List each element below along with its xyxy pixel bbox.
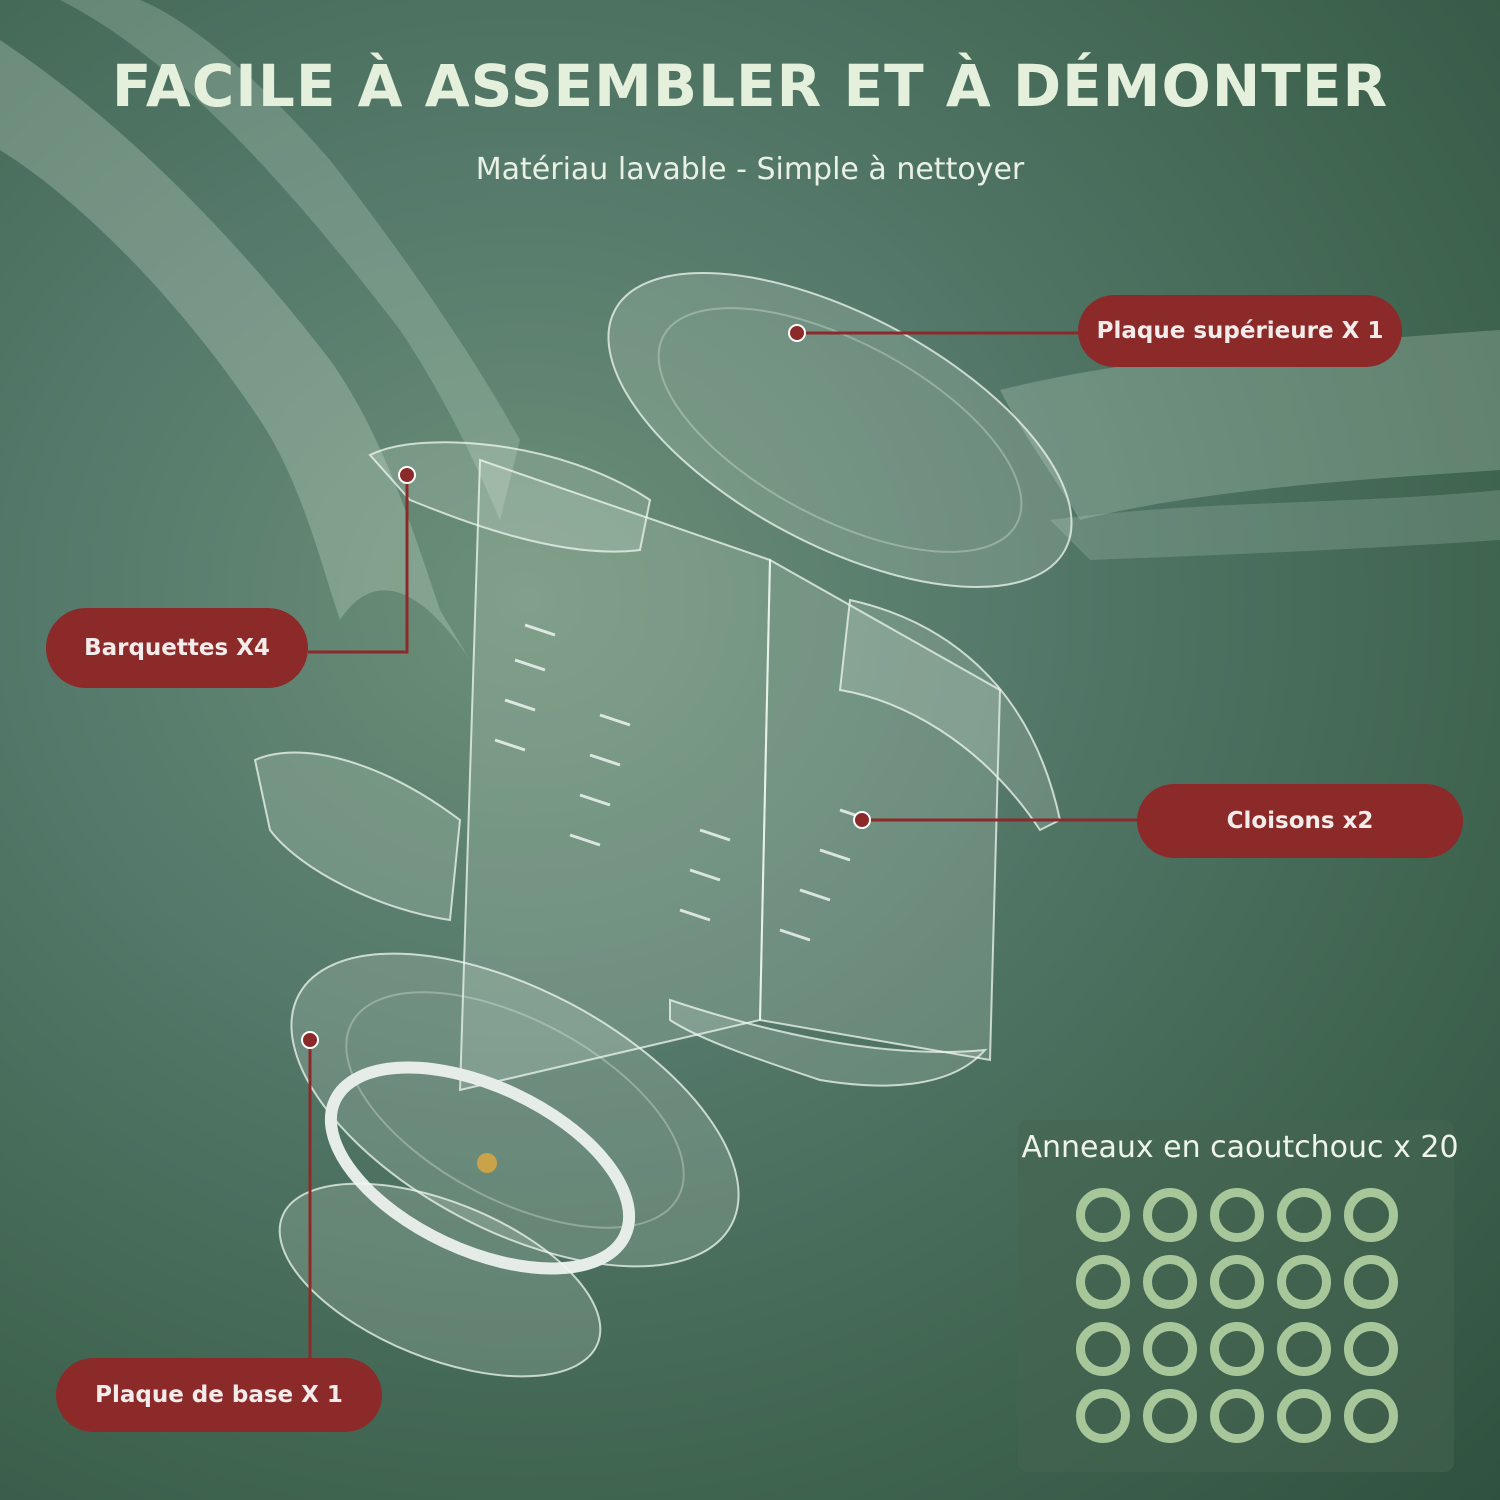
page-subtitle: Matériau lavable - Simple à nettoyer <box>475 152 1025 187</box>
tray-shape <box>253 751 462 922</box>
rubber-ring-icon <box>1076 1188 1130 1242</box>
rubber-ring-icon <box>1076 1255 1130 1309</box>
rubber-ring-icon <box>1344 1188 1398 1242</box>
tray-shape <box>669 998 988 1087</box>
trays-label: Barquettes X4 <box>46 608 308 688</box>
rubber-ring-icon <box>1277 1188 1331 1242</box>
top-plate-label: Plaque supérieure X 1 <box>1078 295 1402 367</box>
rubber-ring-icon <box>1277 1389 1331 1443</box>
partitions-label: Cloisons x2 <box>1137 784 1463 858</box>
rubber-ring-icon <box>1143 1389 1197 1443</box>
rubber-ring-icon <box>1143 1188 1197 1242</box>
base-plate-label: Plaque de base X 1 <box>56 1358 382 1432</box>
page-title: FACILE À ASSEMBLER ET À DÉMONTER <box>111 52 1389 120</box>
rubber-ring-icon <box>1210 1188 1264 1242</box>
rubber-ring-icon <box>1143 1322 1197 1376</box>
partition-panel-shape <box>758 558 1002 1062</box>
rubber-ring-icon <box>1344 1322 1398 1376</box>
rubber-ring-icon <box>1277 1255 1331 1309</box>
rubber-ring-icon <box>1076 1322 1130 1376</box>
rubber-ring-icon <box>1076 1389 1130 1443</box>
tray-shape <box>368 441 652 553</box>
rubber-rings-title: Anneaux en caoutchouc x 20 <box>1021 1130 1459 1165</box>
top-plate-shape <box>607 272 1073 588</box>
rubber-ring-icon <box>1344 1255 1398 1309</box>
rubber-ring-icon <box>1210 1322 1264 1376</box>
rubber-ring-icon <box>1210 1389 1264 1443</box>
rubber-ring-icon <box>1210 1255 1264 1309</box>
rubber-ring-icon <box>1344 1389 1398 1443</box>
rubber-ring-icon <box>1277 1322 1331 1376</box>
rubber-ring-icon <box>1143 1255 1197 1309</box>
brass-pin-shape <box>477 1153 497 1173</box>
